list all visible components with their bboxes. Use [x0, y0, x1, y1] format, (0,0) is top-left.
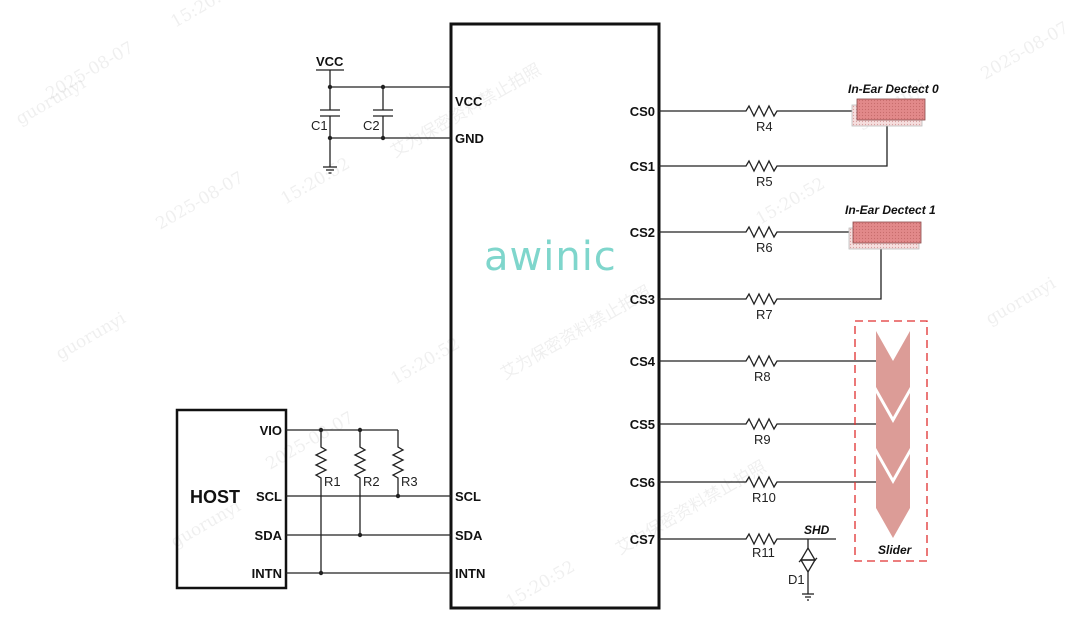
awinic-logo: awinic	[484, 234, 617, 280]
r5-resistor	[659, 126, 888, 173]
ic-pin-cs3: CS3	[630, 292, 655, 307]
host-pin-intn: INTN	[252, 566, 282, 581]
ground-icon	[323, 166, 337, 174]
watermark-notice: 艾为保密资料禁止拍照	[388, 60, 545, 162]
r7-label: R7	[756, 307, 773, 322]
ic-pin-intn: INTN	[455, 566, 485, 581]
r4-resistor	[659, 104, 852, 118]
ic-pin-cs1: CS1	[630, 159, 655, 174]
watermark-time: 15:20:52	[278, 154, 354, 210]
r8-resistor	[659, 354, 876, 368]
ic-pin-cs5: CS5	[630, 417, 655, 432]
c2-label: C2	[363, 118, 380, 133]
ic-pin-sda: SDA	[455, 528, 483, 543]
r6-resistor	[659, 225, 851, 239]
r2-label: R2	[363, 474, 380, 489]
host-title: HOST	[190, 487, 240, 507]
host-block	[175, 408, 288, 590]
in-ear-detect-1-pad: In-Ear Dectect 1	[845, 203, 936, 250]
ic-pin-cs2: CS2	[630, 225, 655, 240]
cs-channels: R4 R5 R6 R7 R8 R9 R10 R11	[659, 104, 888, 560]
watermark-date: 2025-08-07	[263, 408, 358, 474]
slider-pad: Slider	[854, 320, 928, 562]
vcc-supply-label: VCC	[316, 54, 344, 69]
r10-resistor	[659, 475, 876, 489]
host-pin-sda: SDA	[255, 528, 283, 543]
r2-resistor	[353, 430, 367, 535]
r6-label: R6	[756, 240, 773, 255]
r3-resistor	[391, 430, 405, 496]
ic-pin-scl: SCL	[455, 489, 481, 504]
ic-pin-cs0: CS0	[630, 104, 655, 119]
r11-label: R11	[752, 545, 775, 560]
watermark-date: 2025-08-07	[43, 38, 138, 104]
i2c-bus: R1 R2 R3	[286, 427, 451, 576]
host-pin-vio: VIO	[260, 423, 282, 438]
watermark-user: guorunyi	[983, 273, 1060, 329]
r9-label: R9	[754, 432, 771, 447]
r10-label: R10	[752, 490, 776, 505]
d1-label: D1	[788, 572, 805, 587]
in-ear-detect-1-label: In-Ear Dectect 1	[845, 203, 936, 217]
slider-segment-3	[876, 454, 910, 538]
power-section: VCC C1 C2	[311, 54, 451, 174]
watermark-date: 2025-08-07	[978, 18, 1073, 84]
ic-body	[449, 22, 661, 610]
in-ear-detect-0-pad: In-Ear Dectect 0	[848, 82, 939, 127]
ic-pin-gnd: GND	[455, 131, 484, 146]
r9-resistor	[659, 417, 876, 431]
slider-segment-1	[876, 331, 910, 417]
r1-resistor	[314, 430, 328, 573]
r3-label: R3	[401, 474, 418, 489]
shield-section: SHD D1	[788, 523, 830, 601]
slider-segment-2	[876, 393, 910, 478]
r5-label: R5	[756, 174, 773, 189]
slider-label: Slider	[878, 543, 913, 557]
r11-resistor	[659, 532, 836, 546]
in-ear-detect-0-label: In-Ear Dectect 0	[848, 82, 939, 96]
c1-label: C1	[311, 118, 328, 133]
r8-label: R8	[754, 369, 771, 384]
host-pin-scl: SCL	[256, 489, 282, 504]
watermark-user: guorunyi	[53, 308, 130, 364]
r4-label: R4	[756, 119, 773, 134]
ic-pin-cs7: CS7	[630, 532, 655, 547]
ic-pin-vcc: VCC	[455, 94, 483, 109]
ic-pin-cs6: CS6	[630, 475, 655, 490]
ic-pin-cs4: CS4	[630, 354, 656, 369]
shd-label: SHD	[804, 523, 830, 537]
r1-label: R1	[324, 474, 341, 489]
watermark-time: 15:20:52	[168, 0, 244, 32]
watermark-time: 15:20:52	[503, 557, 579, 613]
watermark-date: 2025-08-07	[153, 168, 248, 234]
ground-icon	[802, 593, 814, 601]
r7-resistor	[659, 248, 882, 306]
tvs-diode-icon	[798, 546, 818, 574]
